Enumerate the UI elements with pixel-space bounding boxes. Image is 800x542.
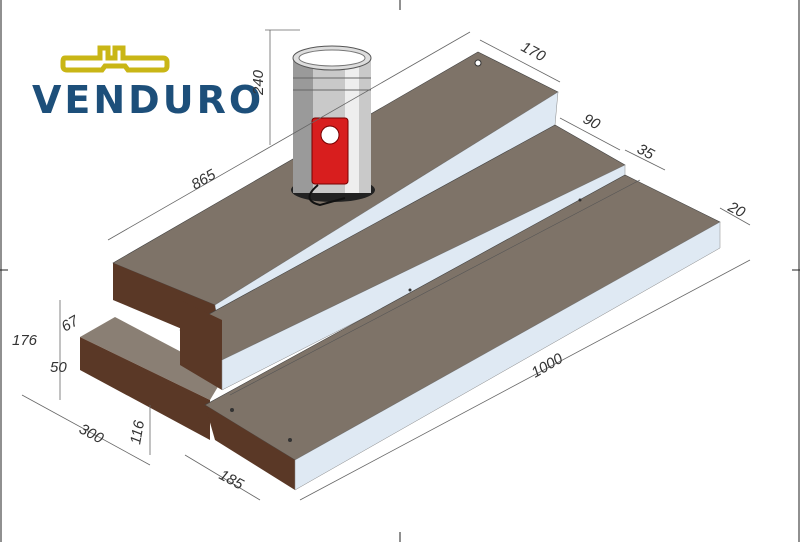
dim-176: 176	[12, 332, 38, 349]
dim-240: 240	[250, 69, 267, 96]
dim-20: 20	[724, 198, 748, 222]
logo-text: VENDURO	[32, 78, 264, 122]
venduro-logo: VENDURO	[32, 45, 264, 122]
dim-116: 116	[127, 419, 148, 446]
dim-90: 90	[580, 111, 603, 134]
dim-50: 50	[50, 359, 67, 376]
dim-865: 865	[189, 166, 220, 194]
dim-300: 300	[76, 421, 107, 448]
lower-tray	[204, 174, 721, 491]
damper-actuator	[308, 117, 349, 207]
left-base-block	[80, 317, 225, 440]
dimension-lines	[21, 29, 751, 501]
dim-1000: 1000	[529, 350, 567, 382]
dim-35: 35	[634, 141, 657, 164]
dim-170: 170	[518, 39, 549, 66]
dim-67: 67	[59, 312, 83, 335]
middle-step	[179, 124, 626, 391]
